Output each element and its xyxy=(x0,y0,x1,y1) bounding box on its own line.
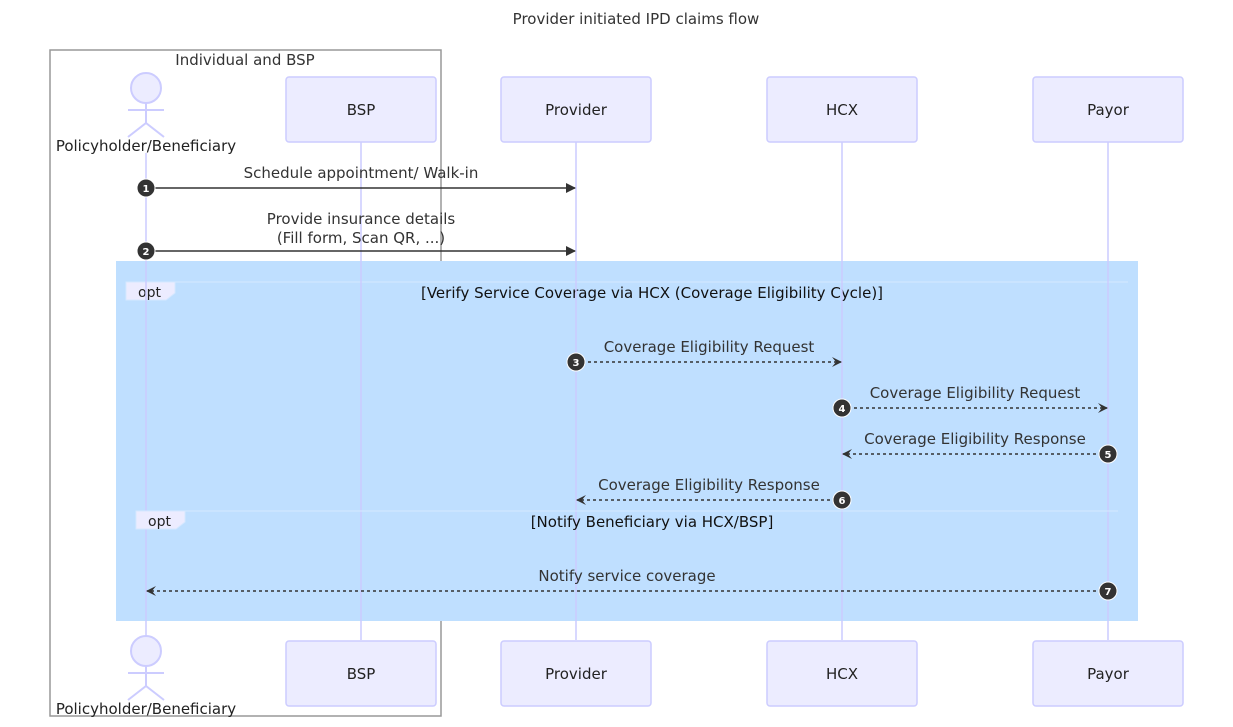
message-3-label: Coverage Eligibility Request xyxy=(604,338,815,356)
opt-condition-outer: [Verify Service Coverage via HCX (Covera… xyxy=(421,284,883,302)
opt-tag-outer xyxy=(125,281,176,301)
svg-text:7: 7 xyxy=(1105,587,1112,598)
message-7-label: Notify service coverage xyxy=(538,567,715,585)
message-2-label-line2: (Fill form, Scan QR, ...) xyxy=(277,229,445,247)
actor-policyholder-top: Policyholder/Beneficiary xyxy=(56,72,236,155)
message-1-label: Schedule appointment/ Walk-in xyxy=(244,164,479,182)
opt-block-verify-coverage xyxy=(116,261,1138,621)
participant-label-provider: Provider xyxy=(545,101,608,119)
svg-text:5: 5 xyxy=(1105,450,1112,461)
participant-label-bsp: BSP xyxy=(347,101,376,119)
participant-hcx-top: HCX xyxy=(766,76,918,143)
diagram-title: Provider initiated IPD claims flow xyxy=(513,10,760,28)
participant-payor-bottom: Payor xyxy=(1032,640,1184,707)
step-badge-6: 6 xyxy=(832,490,852,510)
actor-head-icon xyxy=(130,72,162,104)
actor-label-policyholder: Policyholder/Beneficiary xyxy=(56,137,236,155)
participant-label-provider-bottom: Provider xyxy=(545,665,608,683)
group-label: Individual and BSP xyxy=(175,51,314,69)
message-4-label: Coverage Eligibility Request xyxy=(870,384,1081,402)
step-badge-5: 5 xyxy=(1098,444,1118,464)
participant-bsp-bottom: BSP xyxy=(285,640,437,707)
participant-label-hcx: HCX xyxy=(826,101,858,119)
participant-payor-top: Payor xyxy=(1032,76,1184,143)
step-badge-1: 1 xyxy=(136,178,156,198)
participant-label-hcx-bottom: HCX xyxy=(826,665,858,683)
svg-text:3: 3 xyxy=(573,358,580,369)
svg-text:2: 2 xyxy=(143,247,150,258)
step-badge-4: 4 xyxy=(832,398,852,418)
opt-tag-inner xyxy=(135,510,186,530)
participant-label-payor-bottom: Payor xyxy=(1087,665,1130,683)
participant-provider-top: Provider xyxy=(500,76,652,143)
step-badge-3: 3 xyxy=(566,352,586,372)
actor-policyholder-bottom: Policyholder/Beneficiary xyxy=(56,635,236,718)
message-6-label: Coverage Eligibility Response xyxy=(598,476,820,494)
participant-label-bsp-bottom: BSP xyxy=(347,665,376,683)
participant-bsp-top: BSP xyxy=(285,76,437,143)
message-5-label: Coverage Eligibility Response xyxy=(864,430,1086,448)
svg-text:4: 4 xyxy=(839,404,846,415)
participant-label-payor: Payor xyxy=(1087,101,1130,119)
svg-text:6: 6 xyxy=(839,496,846,507)
opt-keyword-inner: opt xyxy=(148,514,171,530)
actor-head-icon xyxy=(130,635,162,667)
participant-provider-bottom: Provider xyxy=(500,640,652,707)
opt-keyword-outer: opt xyxy=(138,285,161,301)
message-2-label-line1: Provide insurance details xyxy=(267,210,456,228)
participant-hcx-bottom: HCX xyxy=(766,640,918,707)
step-badge-7: 7 xyxy=(1098,581,1118,601)
actor-label-policyholder-bottom: Policyholder/Beneficiary xyxy=(56,700,236,718)
svg-text:1: 1 xyxy=(143,184,150,195)
step-badge-2: 2 xyxy=(136,241,156,261)
opt-condition-inner: [Notify Beneficiary via HCX/BSP] xyxy=(531,513,774,531)
